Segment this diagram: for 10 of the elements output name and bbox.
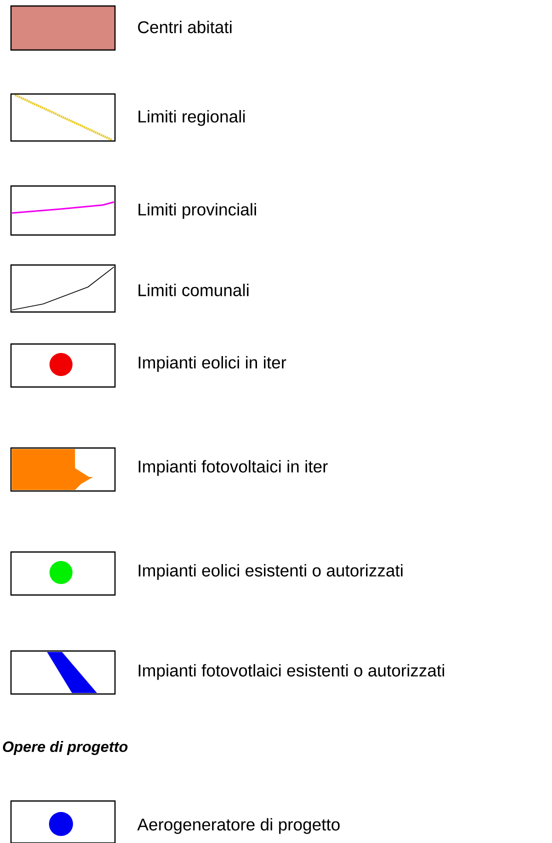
legend-label: Impianti fotovotlaici esistenti o autorizzati bbox=[138, 664, 444, 680]
legend-label: Impianti eolici esistenti o autorizzati bbox=[138, 564, 402, 580]
legend-label: Impianti fotovoltaici in iter bbox=[138, 460, 328, 476]
legend-label: Limiti comunali bbox=[138, 284, 248, 296]
section-heading: Opere di progetto bbox=[2, 741, 128, 755]
legend-label: Limiti provinciali bbox=[138, 203, 256, 219]
legend-label: Impianti eolici in iter bbox=[138, 356, 286, 372]
legend-label: Aerogeneratore di progetto bbox=[137, 818, 340, 834]
legend-label: Limiti regionali bbox=[138, 110, 245, 126]
legend-label: Centri abitati bbox=[138, 20, 232, 34]
